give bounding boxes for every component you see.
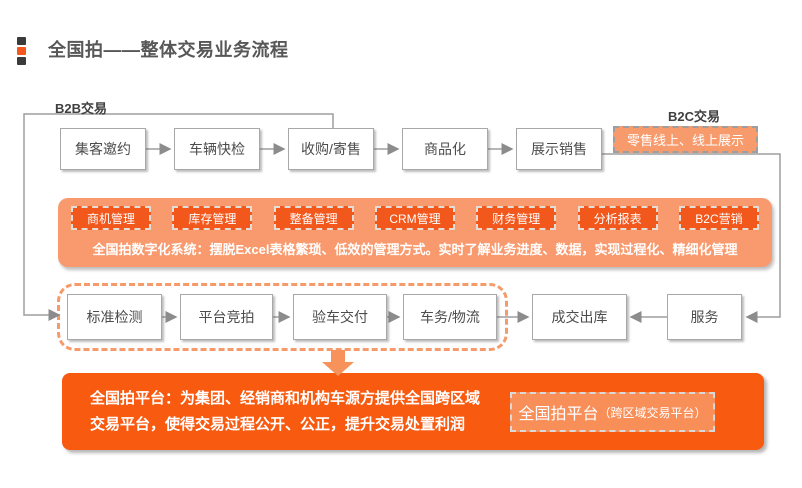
module-chip-row: 商机管理 库存管理 整备管理 CRM管理 财务管理 分析报表 B2C营销 bbox=[58, 198, 772, 230]
title-bullet-icon bbox=[17, 37, 26, 67]
connector-b2b-loop bbox=[23, 113, 334, 321]
platform-chip-main: 全国拍平台 bbox=[518, 406, 599, 423]
flow-step-service: 服务 bbox=[667, 294, 742, 340]
bullet-square-orange bbox=[17, 47, 26, 55]
platform-chip-sub: （跨区域交易平台） bbox=[598, 405, 707, 420]
flow-step-merchandising: 商品化 bbox=[402, 128, 488, 170]
flow-step-vehicle-delivery: 验车交付 bbox=[293, 294, 387, 340]
module-chip-recondition: 整备管理 bbox=[273, 206, 354, 230]
flow-step-vehicle-logistics: 车务/物流 bbox=[403, 294, 497, 340]
module-chip-crm: CRM管理 bbox=[374, 206, 455, 230]
bullet-square-dark bbox=[17, 37, 26, 45]
flow-step-display-sales: 展示销售 bbox=[516, 128, 602, 170]
down-block-arrow bbox=[322, 350, 354, 376]
bullet-square-dark bbox=[17, 57, 26, 65]
module-chip-inventory: 库存管理 bbox=[172, 206, 253, 230]
platform-chip: 全国拍平台（跨区域交易平台） bbox=[510, 392, 715, 432]
module-chip-finance: 财务管理 bbox=[476, 206, 557, 230]
platform-banner-line2: 交易平台，使得交易过程公开、公正，提升交易处置利润 bbox=[90, 416, 466, 433]
retail-online-tag: 零售线上、线上展示 bbox=[613, 126, 758, 153]
platform-banner-text: 全国拍平台：为集团、经销商和机构车源方提供全国跨区域 交易平台，使得交易过程公开… bbox=[90, 386, 480, 438]
platform-banner-line1: 全国拍平台：为集团、经销商和机构车源方提供全国跨区域 bbox=[90, 390, 481, 407]
flow-step-deal-stockout: 成交出库 bbox=[532, 294, 627, 340]
flow-step-vehicle-quickcheck: 车辆快检 bbox=[174, 128, 260, 170]
platform-banner: 全国拍平台：为集团、经销商和机构车源方提供全国跨区域 交易平台，使得交易过程公开… bbox=[62, 373, 764, 450]
b2c-section-label: B2C交易 bbox=[668, 109, 721, 124]
module-chip-report: 分析报表 bbox=[577, 206, 658, 230]
module-chip-b2c-marketing: B2C营销 bbox=[678, 206, 759, 230]
connector-b2c-loop bbox=[602, 153, 781, 323]
flow-step-standard-inspection: 标准检测 bbox=[67, 294, 162, 340]
digital-system-band: 商机管理 库存管理 整备管理 CRM管理 财务管理 分析报表 B2C营销 全国拍… bbox=[58, 198, 772, 267]
flow-step-customer-invite: 集客邀约 bbox=[60, 128, 146, 170]
page-title: 全国拍——整体交易业务流程 bbox=[48, 40, 289, 60]
flow-step-purchase-consign: 收购/寄售 bbox=[288, 128, 374, 170]
digital-system-description: 全国拍数字化系统：摆脱Excel表格繁琐、低效的管理方式。实时了解业务进度、数据… bbox=[92, 242, 738, 257]
module-chip-business: 商机管理 bbox=[71, 206, 151, 230]
b2b-section-label: B2B交易 bbox=[55, 101, 108, 116]
flow-step-platform-auction: 平台竞拍 bbox=[180, 294, 273, 340]
